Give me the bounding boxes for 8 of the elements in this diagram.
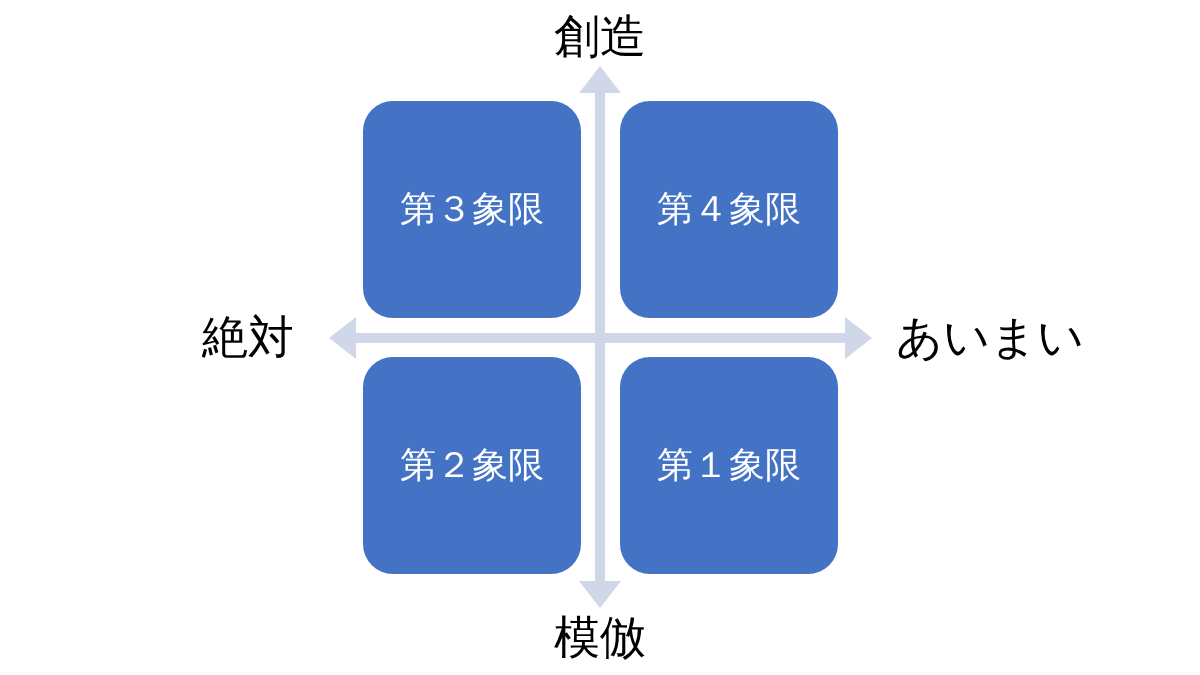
quadrant-box: 第１象限 bbox=[620, 357, 838, 574]
axis-label: 絶対 bbox=[202, 311, 294, 363]
axis-label: あいまい bbox=[896, 311, 1084, 363]
quadrant-box: 第２象限 bbox=[363, 357, 581, 574]
quadrant-box: 第４象限 bbox=[620, 101, 838, 318]
quadrant-box: 第３象限 bbox=[363, 101, 581, 318]
axis-label: 模倣 bbox=[554, 611, 646, 663]
axis-label: 創造 bbox=[554, 10, 646, 62]
